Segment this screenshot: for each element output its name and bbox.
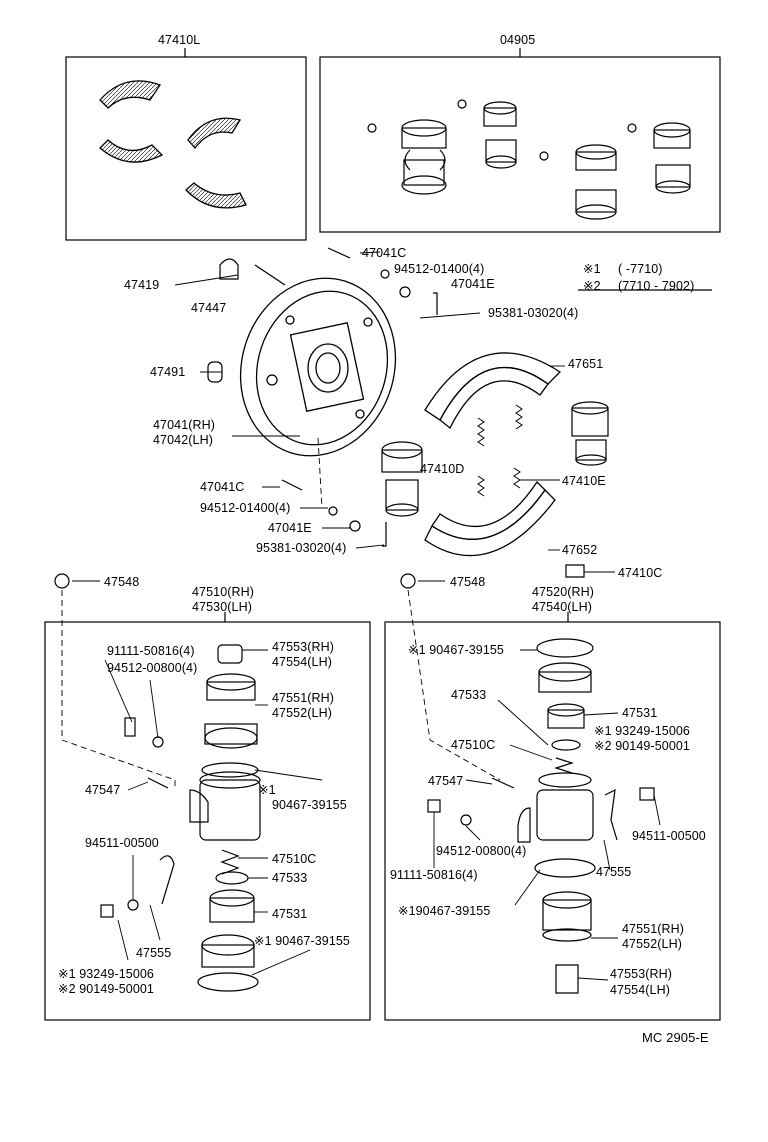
label-94512-01400-b: 94512-01400(4) [200,501,291,515]
label-47554-r: 47554(LH) [610,983,670,997]
plug-47548-r [400,573,416,589]
lower-leader-lines [104,289,712,981]
label-47419: 47419 [124,278,160,292]
left-cylinder-assembly [100,644,261,992]
label-90467-l: 90467-39155 [272,798,347,812]
brake-shoe-set [99,80,247,209]
label-47530-lh: 47530(LH) [192,600,252,614]
label-47041-rh: 47041(RH) [153,418,216,432]
brake-shoe-lower [424,480,556,557]
label-47652: 47652 [562,543,598,557]
label-47540-lh: 47540(LH) [532,600,592,614]
label-47551-l: 47551(RH) [272,691,335,705]
label-47552-r: 47552(LH) [622,937,682,951]
label-47410D: 47410D [420,462,465,476]
nut-47041E-a [399,286,411,298]
label-47520-rh: 47520(RH) [532,585,595,599]
label-94512-00800-l: 94512-00800(4) [107,661,198,675]
label-90149-r: ※2 90149-50001 [594,739,690,753]
label-shoe-kit: 47410L [158,33,201,47]
label-47042-lh: 47042(LH) [153,433,213,447]
right-cylinder-assembly [427,638,655,994]
note-2-mark: ※2 [583,279,601,293]
cotter-a [433,292,438,315]
label-47547-r: 47547 [428,774,464,788]
label-cylinder-kit: 04905 [500,33,536,47]
diagram-code: MC 2905-E [642,1030,709,1045]
label-47531-r: 47531 [622,706,658,720]
label-47547-l: 47547 [85,783,121,797]
label-47510C-r: 47510C [451,738,496,752]
plug-47419 [219,258,239,280]
cotter-b [382,522,387,547]
label-47533-l: 47533 [272,871,308,885]
label-94512-01400-a: 94512-01400(4) [394,262,485,276]
label-47041E-a: 47041E [451,277,495,291]
label-90467-r-a: ※1 90467-39155 [408,643,504,657]
label-93249-l: ※1 93249-15006 [58,967,154,981]
label-47510C-l: 47510C [272,852,317,866]
label-47491: 47491 [150,365,186,379]
label-47553-r: 47553(RH) [610,967,673,981]
label-47554-l: 47554(LH) [272,655,332,669]
plug-47548-l [54,573,70,589]
note-2-range: (7710 - 7902) [618,279,695,293]
label-47410E: 47410E [562,474,606,488]
note-1-range: ( -7710) [618,262,663,276]
washer-a [380,269,390,279]
label-47510-rh: 47510(RH) [192,585,255,599]
left-cylinder-box [44,621,371,1021]
label-90149-l: ※2 90149-50001 [58,982,154,996]
note-1-mark: ※1 [583,262,601,276]
label-47555-r: 47555 [596,865,632,879]
label-note1-l: ※1 [258,783,276,797]
label-47041C-b: 47041C [200,480,245,494]
leader-lines [72,251,615,582]
label-94511-r: 94511-00500 [632,829,706,843]
label-47041E-b: 47041E [268,521,312,535]
label-47553-l: 47553(RH) [272,640,335,654]
label-47410C: 47410C [618,566,663,580]
label-90467-r-b: ※190467-39155 [398,904,491,918]
label-94511-l: 94511-00500 [85,836,159,850]
label-47552-l: 47552(LH) [272,706,332,720]
right-cylinder-box [384,621,721,1021]
label-47548-r: 47548 [450,575,486,589]
label-91111-r: 91111-50816(4) [390,868,478,882]
label-93249-r: ※1 93249-15006 [594,724,690,738]
label-47551-r: 47551(RH) [622,922,685,936]
brake-shoe-upper [424,352,562,430]
label-47651: 47651 [568,357,604,371]
label-47548-l: 47548 [104,575,140,589]
bolt-47041C-b [281,479,303,491]
label-94512-00800-r: 94512-00800(4) [436,844,527,858]
label-95381-b: 95381-03020(4) [256,541,347,555]
backing-plate [239,277,397,457]
wheel-cylinder-kit [367,99,691,220]
bolt-47041C-a [327,247,351,259]
return-springs [477,404,523,497]
label-95381-a: 95381-03020(4) [488,306,579,320]
label-47531-l: 47531 [272,907,308,921]
label-47041C-a: 47041C [362,246,407,260]
pin-47447 [254,264,286,286]
clip-47410C [565,564,585,578]
label-47555-l: 47555 [136,946,172,960]
washer-b [328,506,338,516]
label-47447: 47447 [191,301,227,315]
wheel-cylinder-mid [381,401,609,517]
dashed-lines [61,437,501,790]
shoe-kit-box [65,56,307,241]
label-91111-l: 91111-50816(4) [107,644,195,658]
cylinder-kit-box [319,56,721,233]
label-90467-l-b: ※1 90467-39155 [254,934,350,948]
label-47533-r: 47533 [451,688,487,702]
nut-47041E-b [349,520,361,532]
